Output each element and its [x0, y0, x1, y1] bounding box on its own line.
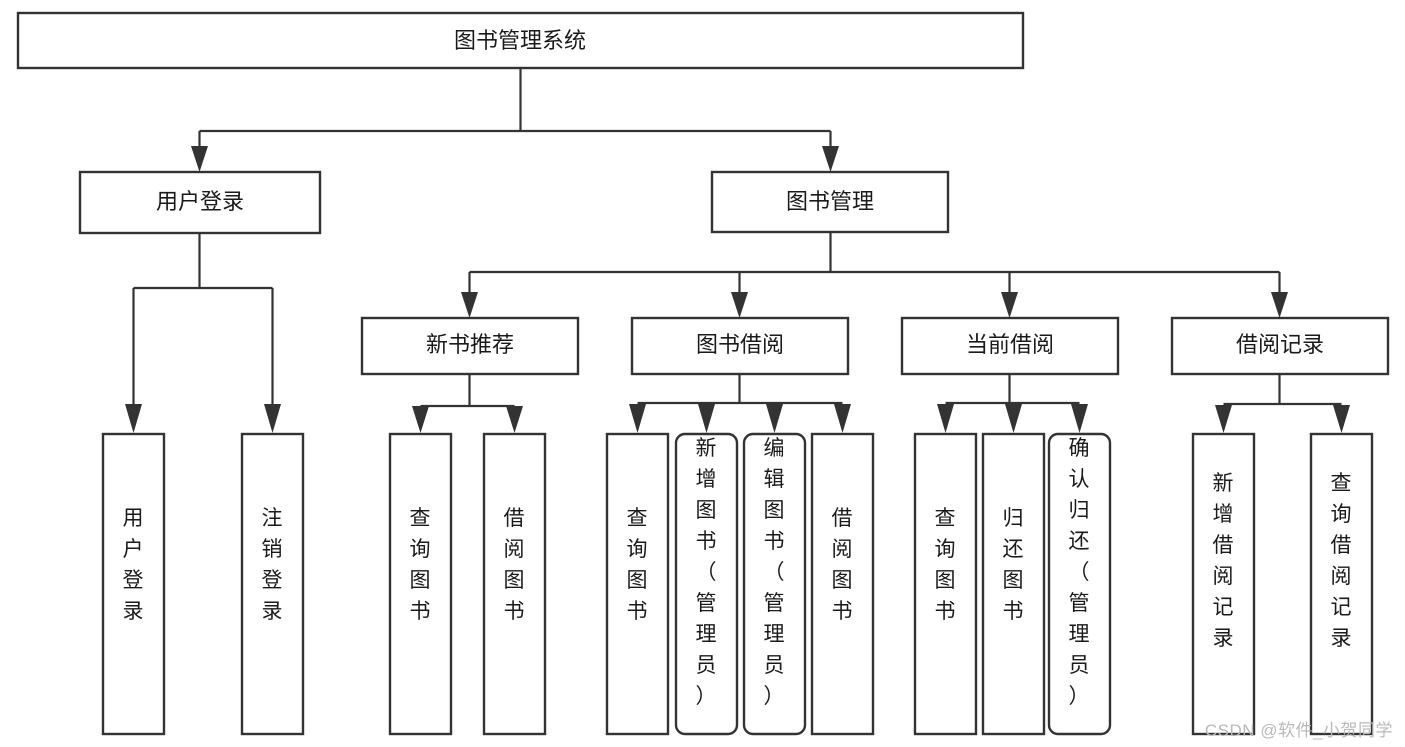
node-book-manage-box[interactable]	[710, 170, 950, 234]
node-borrow-record[interactable]: 借阅记录	[1170, 316, 1390, 376]
node-borrow-record-box[interactable]	[1170, 316, 1390, 376]
node-leaf-add-book-box[interactable]	[674, 432, 739, 736]
node-leaf-add-book-label: 新增图书（管理员）	[696, 437, 717, 708]
connector-group-book-manage	[461, 232, 1288, 318]
node-leaf-borrow-book-1-label: 借阅图书	[504, 507, 525, 623]
node-leaf-borrow-book-2-label: 借阅图书	[832, 507, 853, 623]
node-leaf-query-record-box[interactable]	[1309, 432, 1374, 736]
arrow-head-leaf-user-login	[125, 404, 142, 433]
arrow-head-leaf-borrow-book-2	[834, 404, 851, 433]
arrow-head-book-manage	[822, 146, 839, 172]
node-leaf-query-record-label: 查询借阅记录	[1331, 472, 1352, 650]
arrow-head-book-borrow	[731, 292, 748, 318]
node-leaf-user-login[interactable]: 用户登录	[101, 432, 166, 736]
node-book-manage-label: 图书管理	[786, 189, 874, 214]
node-leaf-borrow-book-2[interactable]: 借阅图书	[810, 432, 875, 736]
node-current-borrow[interactable]: 当前借阅	[900, 316, 1120, 376]
node-leaf-query-book-2-label: 查询图书	[627, 507, 648, 623]
node-user-login-box[interactable]	[78, 170, 322, 235]
arrow-head-user-login	[191, 146, 208, 172]
node-leaf-user-logout[interactable]: 注销登录	[240, 432, 305, 736]
node-leaf-confirm-return[interactable]: 确认归还（管理员）	[1047, 432, 1112, 736]
node-leaf-query-book-1[interactable]: 查询图书	[388, 432, 453, 736]
node-current-borrow-box[interactable]	[900, 316, 1120, 376]
arrow-head-leaf-borrow-book-1	[506, 406, 523, 433]
node-leaf-query-book-1-box[interactable]	[388, 432, 453, 736]
arrow-head-leaf-query-book-1	[412, 406, 429, 433]
node-leaf-add-record-label: 新增借阅记录	[1213, 472, 1234, 650]
connector-group-borrow-record	[1215, 374, 1350, 433]
arrow-head-new-book-recommend	[461, 292, 478, 318]
node-leaf-user-login-box[interactable]	[101, 432, 166, 736]
connector-group-user-login	[125, 233, 281, 433]
node-book-manage[interactable]: 图书管理	[710, 170, 950, 234]
arrow-head-leaf-add-book	[698, 404, 715, 433]
node-leaf-return-book[interactable]: 归还图书	[981, 432, 1046, 736]
arrow-head-leaf-query-record	[1333, 405, 1350, 433]
arrow-head-leaf-edit-book	[766, 404, 783, 433]
node-root-box[interactable]	[16, 11, 1025, 70]
node-leaf-query-book-1-label: 查询图书	[410, 507, 431, 623]
node-leaf-edit-book-label: 编辑图书（管理员）	[764, 437, 785, 708]
node-leaf-user-login-label: 用户登录	[123, 507, 144, 623]
node-leaf-query-record[interactable]: 查询借阅记录	[1309, 432, 1374, 736]
arrow-head-leaf-confirm-return	[1071, 404, 1088, 433]
connector-group-book-borrow	[629, 374, 851, 433]
node-leaf-query-book-2-box[interactable]	[605, 432, 670, 736]
arrow-head-leaf-user-logout	[264, 404, 281, 433]
arrow-head-borrow-record	[1271, 292, 1288, 318]
node-leaf-user-logout-label: 注销登录	[262, 507, 283, 623]
node-root[interactable]: 图书管理系统	[16, 11, 1025, 70]
node-leaf-edit-book[interactable]: 编辑图书（管理员）	[742, 432, 807, 736]
node-leaf-query-book-3[interactable]: 查询图书	[913, 432, 978, 736]
node-book-borrow[interactable]: 图书借阅	[630, 316, 850, 376]
node-current-borrow-label: 当前借阅	[966, 332, 1054, 357]
node-leaf-borrow-book-1[interactable]: 借阅图书	[482, 432, 547, 736]
node-book-borrow-label: 图书借阅	[696, 332, 784, 357]
node-borrow-record-label: 借阅记录	[1236, 332, 1324, 357]
node-user-login-label: 用户登录	[156, 189, 244, 214]
node-leaf-query-book-2[interactable]: 查询图书	[605, 432, 670, 736]
node-new-book-recommend-box[interactable]	[360, 316, 580, 376]
node-new-book-recommend[interactable]: 新书推荐	[360, 316, 580, 376]
node-leaf-add-book[interactable]: 新增图书（管理员）	[674, 432, 739, 736]
node-leaf-query-book-3-box[interactable]	[913, 432, 978, 736]
arrow-head-leaf-add-record	[1215, 405, 1232, 433]
node-book-borrow-box[interactable]	[630, 316, 850, 376]
node-leaf-return-book-label: 归还图书	[1003, 507, 1024, 623]
connector-group-root	[191, 68, 839, 172]
node-new-book-recommend-label: 新书推荐	[426, 332, 514, 357]
node-leaf-return-book-box[interactable]	[981, 432, 1046, 736]
node-leaf-confirm-return-label: 确认归还（管理员）	[1069, 437, 1090, 708]
node-root-label: 图书管理系统	[454, 28, 586, 53]
node-leaf-edit-book-box[interactable]	[742, 432, 807, 736]
arrow-head-leaf-query-book-3	[937, 404, 954, 433]
arrow-head-leaf-return-book	[1005, 404, 1022, 433]
connector-group-new-book-recommend	[412, 374, 523, 433]
node-leaf-add-record[interactable]: 新增借阅记录	[1191, 432, 1256, 736]
connector-group-current-borrow	[937, 374, 1088, 433]
arrow-head-leaf-query-book-2	[629, 404, 646, 433]
node-leaf-borrow-book-1-box[interactable]	[482, 432, 547, 736]
node-leaf-query-book-3-label: 查询图书	[935, 507, 956, 623]
node-leaf-confirm-return-box[interactable]	[1047, 432, 1112, 736]
node-user-login[interactable]: 用户登录	[78, 170, 322, 235]
node-leaf-add-record-box[interactable]	[1191, 432, 1256, 736]
node-leaf-borrow-book-2-box[interactable]	[810, 432, 875, 736]
arrow-head-current-borrow	[1001, 292, 1018, 318]
node-leaf-user-logout-box[interactable]	[240, 432, 305, 736]
